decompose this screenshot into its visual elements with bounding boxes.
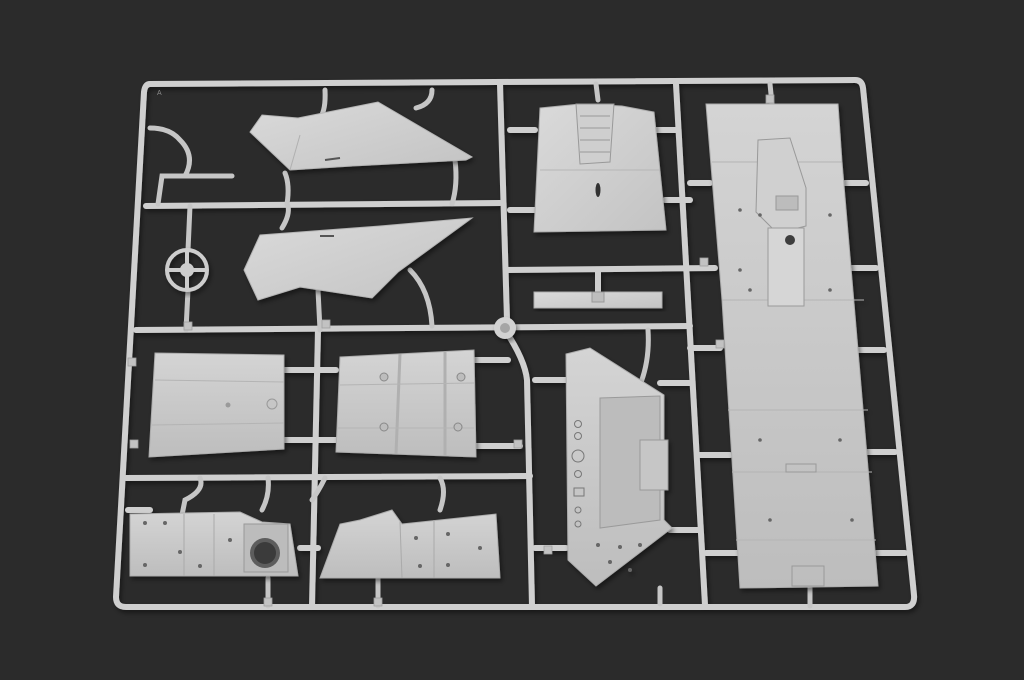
hull-front-plate <box>533 103 667 233</box>
fender-panel-upper <box>249 101 474 171</box>
sprue-runners <box>112 76 918 610</box>
sprue-letter-label: A <box>157 90 162 97</box>
dashboard-panel <box>565 347 673 587</box>
small-bracket-part <box>533 291 663 309</box>
sprue-hub <box>494 317 516 339</box>
sprue-gates <box>147 81 813 609</box>
chassis-piece-left <box>129 511 299 577</box>
fender-panel-lower <box>243 217 474 301</box>
armor-plate-center <box>335 349 477 458</box>
sprue-number-tabs <box>127 94 775 607</box>
armor-plate-left <box>148 352 285 458</box>
steering-wheel-part <box>165 248 209 292</box>
chassis-piece-center <box>319 509 501 579</box>
hull-floor-plate <box>705 103 879 589</box>
